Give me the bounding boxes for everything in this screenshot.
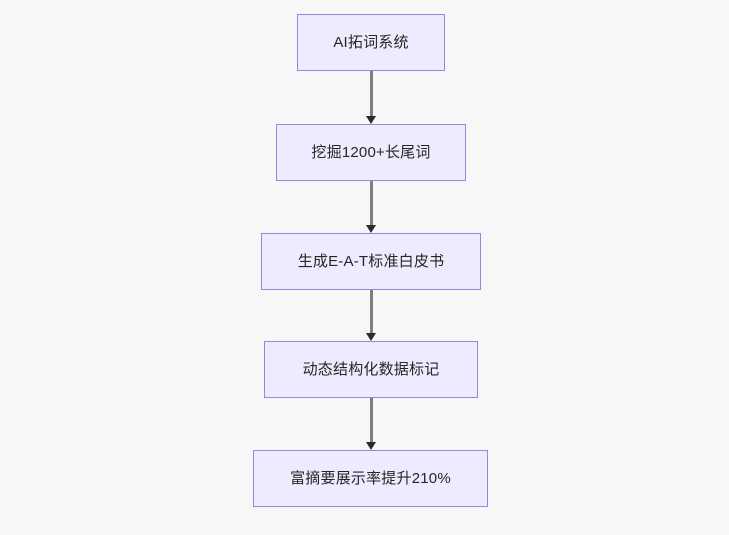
arrowhead-icon bbox=[365, 442, 376, 450]
arrowhead-icon bbox=[365, 116, 376, 124]
connector-line bbox=[369, 398, 373, 443]
connector-line bbox=[369, 290, 373, 334]
flow-node-label: 富摘要展示率提升210% bbox=[290, 470, 451, 487]
flow-node-4[interactable]: 动态结构化数据标记 bbox=[264, 341, 478, 398]
connector-line bbox=[369, 181, 373, 226]
flow-node-label: AI拓词系统 bbox=[333, 34, 409, 51]
flow-node-1[interactable]: AI拓词系统 bbox=[297, 14, 445, 71]
flow-node-5[interactable]: 富摘要展示率提升210% bbox=[253, 450, 488, 507]
arrowhead-icon bbox=[365, 333, 376, 341]
flow-node-label: 生成E-A-T标准白皮书 bbox=[297, 253, 445, 270]
flow-node-3[interactable]: 生成E-A-T标准白皮书 bbox=[261, 233, 481, 290]
flow-node-label: 挖掘1200+长尾词 bbox=[311, 144, 431, 161]
flow-node-2[interactable]: 挖掘1200+长尾词 bbox=[276, 124, 466, 181]
arrowhead-icon bbox=[365, 225, 376, 233]
flow-node-label: 动态结构化数据标记 bbox=[302, 361, 440, 378]
connector-line bbox=[369, 71, 373, 117]
